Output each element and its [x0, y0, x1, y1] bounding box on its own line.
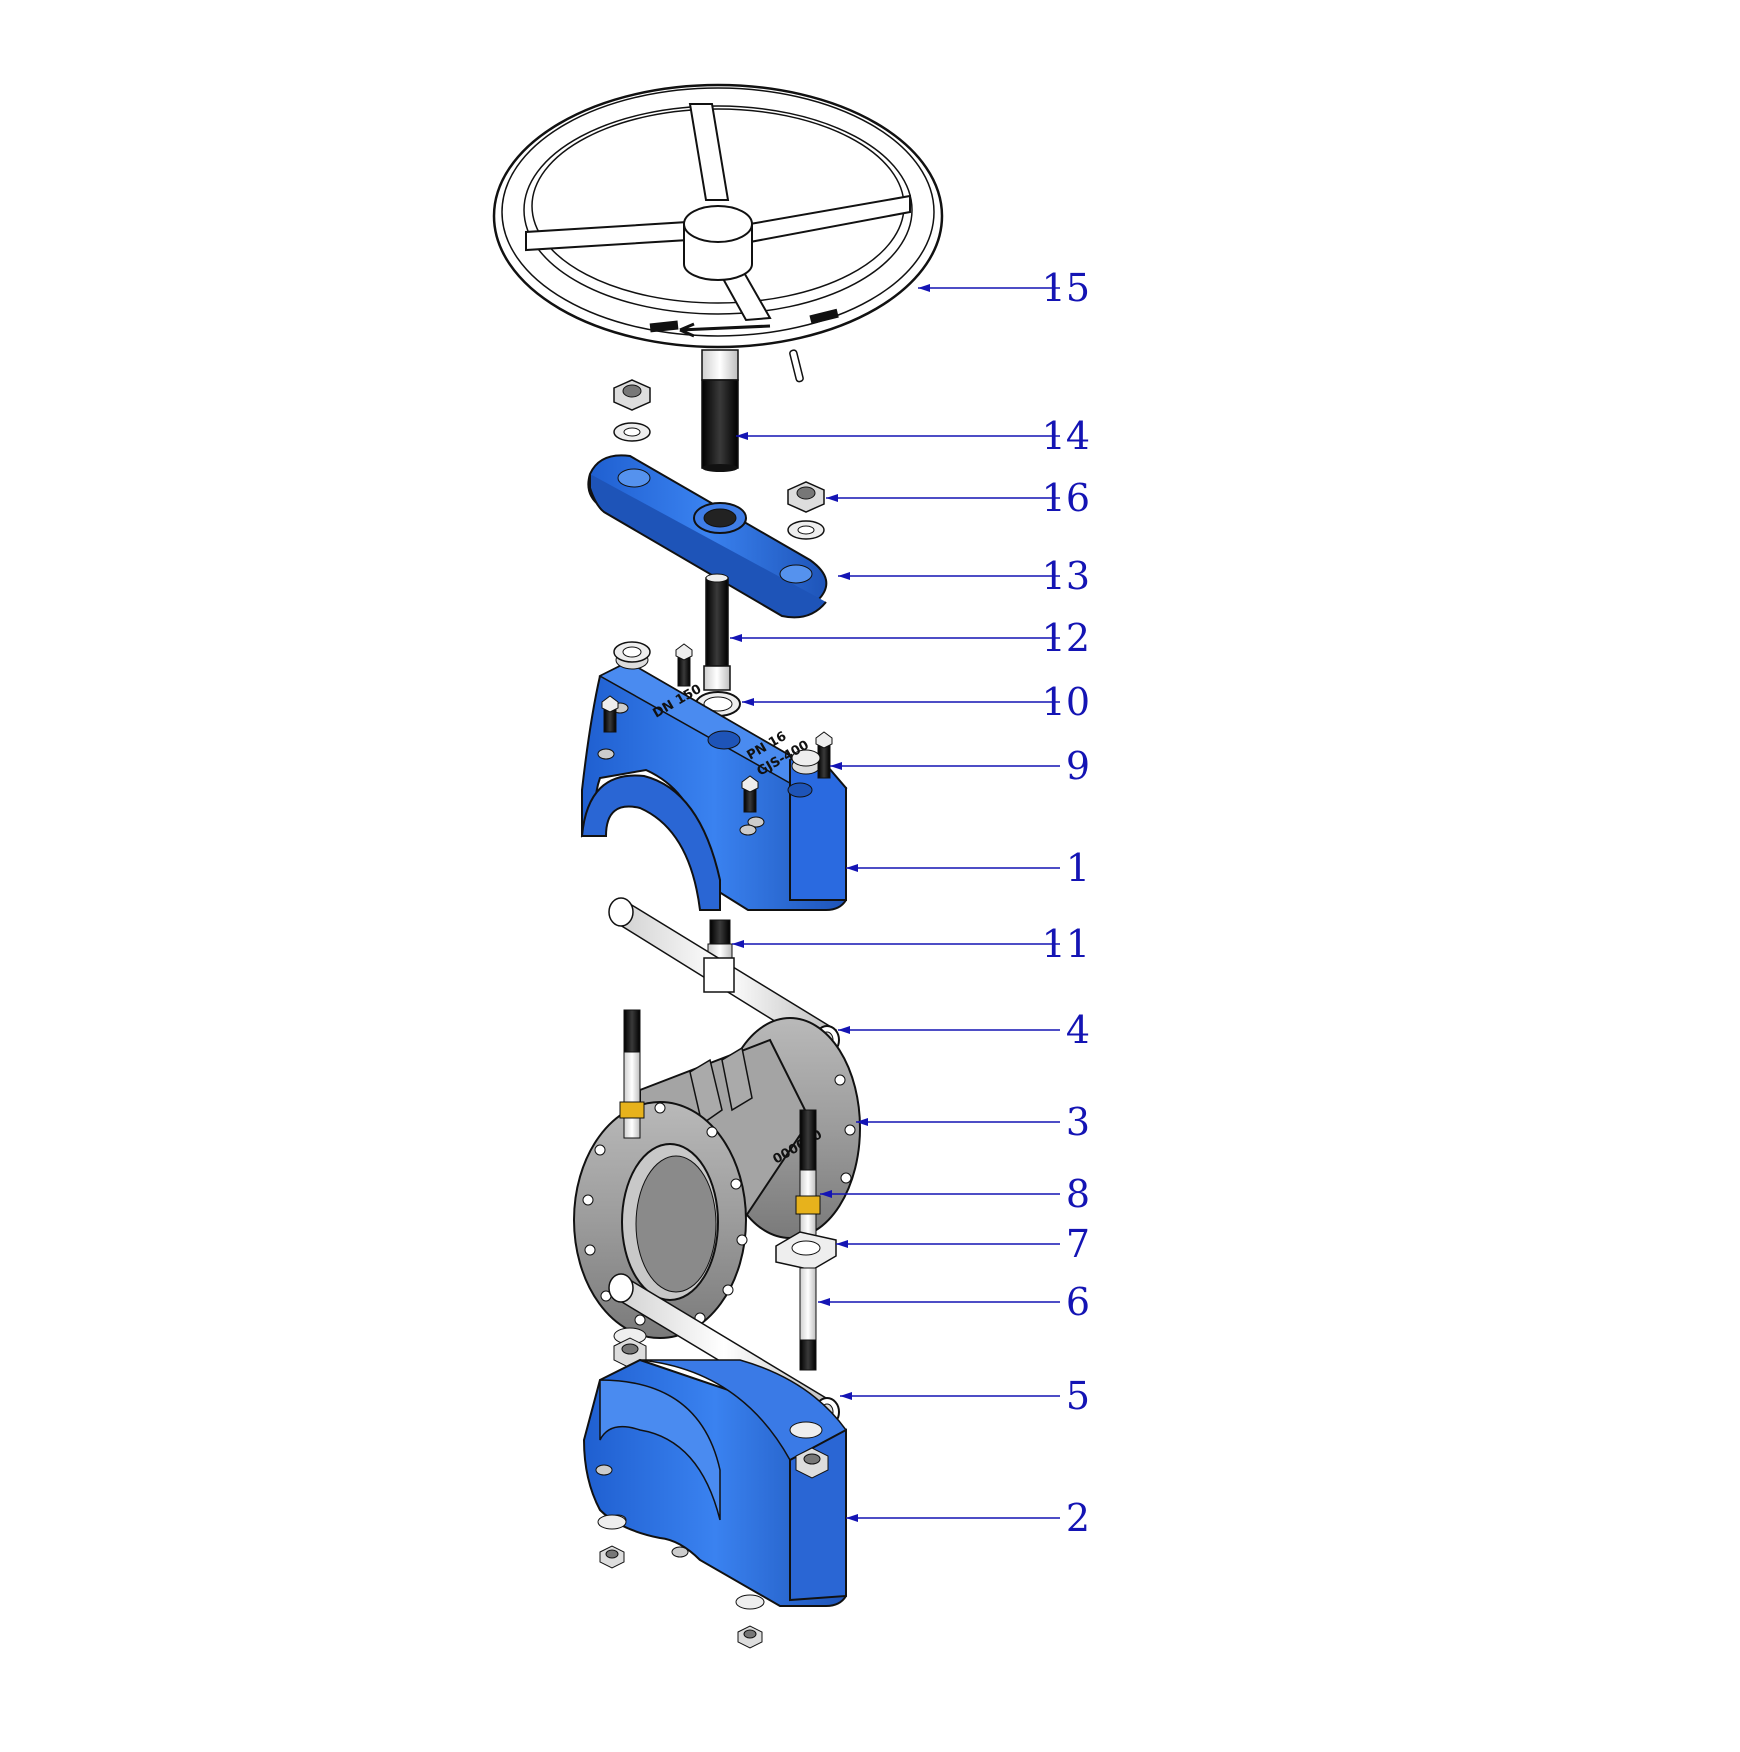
callout-arrow-3: [856, 1118, 868, 1126]
stud-bolt-left: [619, 1009, 645, 1139]
callout-arrow-6: [818, 1298, 830, 1306]
callout-label-6: 6: [1066, 1280, 1090, 1324]
nut-washer-top-left: [613, 379, 651, 442]
callout-label-16: 16: [1042, 476, 1090, 520]
upper-saddle-body: DN 150 PN 16 GJS-400: [580, 641, 848, 911]
callout-arrow-9: [830, 762, 842, 770]
callout-arrow-13: [838, 572, 850, 580]
callout-label-10: 10: [1042, 680, 1090, 724]
callout-arrow-14: [736, 432, 748, 440]
callout-arrow-15: [918, 284, 930, 292]
callout-label-7: 7: [1066, 1222, 1090, 1266]
yoke-bridge: [587, 454, 828, 619]
callout-arrow-2: [846, 1514, 858, 1522]
nut-washer-16: [787, 481, 825, 540]
callout-arrow-5: [840, 1392, 852, 1400]
stem: [703, 573, 731, 691]
callout-label-2: 2: [1066, 1496, 1090, 1540]
callout-arrow-12: [730, 634, 742, 642]
callout-label-4: 4: [1066, 1008, 1090, 1052]
callout-label-11: 11: [1042, 922, 1090, 966]
lower-saddle-body: [582, 1358, 848, 1607]
callout-arrow-4: [838, 1026, 850, 1034]
pipe-spool: 000000: [573, 1017, 861, 1339]
callout-label-15: 15: [1042, 266, 1090, 310]
spindle: [701, 349, 739, 472]
callout-label-14: 14: [1042, 414, 1090, 458]
seal-sleeve: [795, 1195, 821, 1215]
callout-label-12: 12: [1042, 616, 1090, 660]
callout-label-8: 8: [1066, 1172, 1090, 1216]
callout-arrow-1: [846, 864, 858, 872]
handwheel: [492, 83, 944, 383]
callout-arrow-11: [732, 940, 744, 948]
callout-label-3: 3: [1066, 1100, 1090, 1144]
callout-arrow-10: [742, 698, 754, 706]
callout-arrow-8: [820, 1190, 832, 1198]
callout-arrow-7: [836, 1240, 848, 1248]
callout-arrow-16: [826, 494, 838, 502]
callout-label-9: 9: [1066, 744, 1090, 788]
nut-washer-bottom: [597, 1514, 765, 1649]
stud-bolt-right: [775, 1109, 837, 1371]
callout-label-5: 5: [1066, 1374, 1090, 1418]
callout-label-1: 1: [1066, 846, 1090, 890]
callout-label-13: 13: [1042, 554, 1090, 598]
